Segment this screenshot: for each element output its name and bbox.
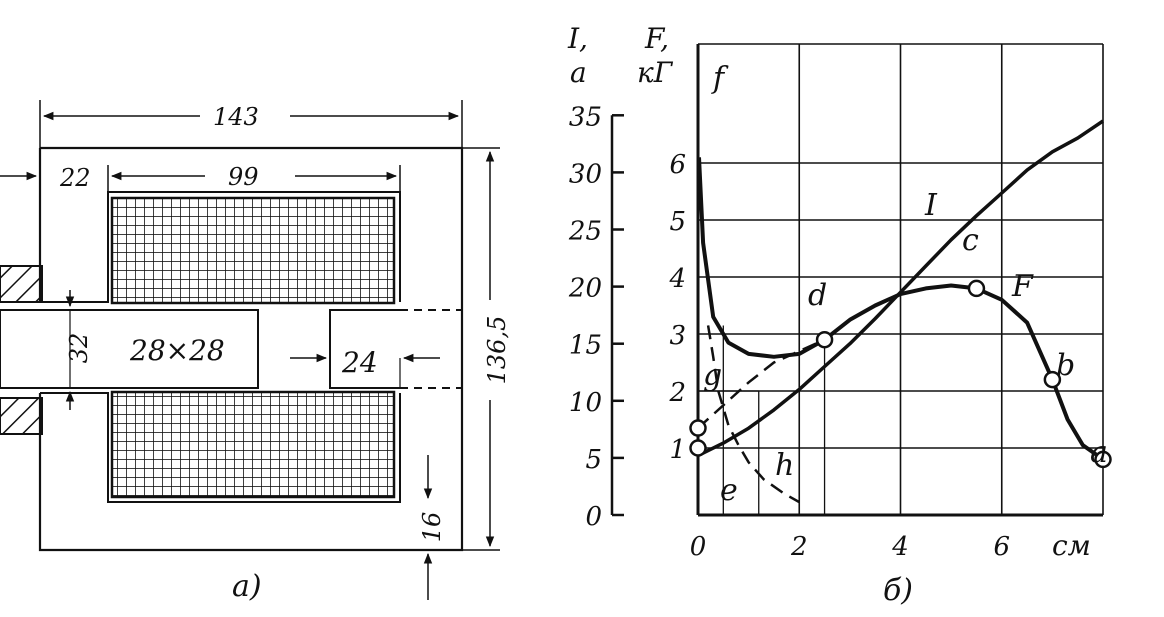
force-tick-label: 5	[669, 207, 686, 237]
point-label-d: d	[808, 278, 827, 313]
force-axis-unit: кГ	[637, 56, 674, 89]
dim-height: 136,5	[483, 316, 511, 385]
characteristic-chart: 0 5 10 15 20 25 30 35 1 2 3 4 5 6 0 2 4 6	[568, 43, 1112, 562]
x-tick-label: 2	[790, 532, 808, 562]
force-tick-label: 6	[669, 150, 686, 180]
current-tick-label: 35	[569, 102, 602, 132]
point-label-b: b	[1056, 348, 1075, 383]
drawing-caption: а)	[232, 569, 262, 604]
dashed-curve-g-d	[697, 338, 826, 430]
guide-upper	[0, 265, 43, 303]
lower-flange	[40, 392, 401, 503]
point-label-a: a	[1090, 435, 1108, 470]
point-label-f: f	[711, 61, 729, 96]
curve-point-a	[1094, 450, 1112, 469]
curve-point	[689, 439, 707, 457]
dim-stop: 24	[341, 346, 378, 379]
dashed-curve-f-h	[706, 325, 800, 504]
curve-label-force: F	[1011, 269, 1034, 304]
force-tick-label: 2	[668, 378, 686, 408]
dim-overall-width: 143	[213, 103, 259, 131]
coil-lower	[110, 390, 396, 499]
current-tick-label: 20	[568, 274, 602, 304]
point-label-e: e	[720, 473, 738, 508]
dim-flange: 22	[59, 164, 91, 192]
guide-lower	[0, 397, 43, 435]
dim-plunger: 28×28	[129, 334, 225, 367]
coil-upper	[110, 196, 396, 305]
force-tick-label: 4	[668, 264, 686, 294]
stop-core	[329, 309, 400, 389]
curve-point-d	[815, 330, 834, 349]
curve-point-g	[689, 419, 707, 437]
plunger	[0, 309, 259, 389]
point-label-h: h	[775, 448, 794, 483]
dim-wall: 16	[418, 512, 446, 543]
current-tick-label: 5	[585, 445, 602, 475]
stop-dashed	[400, 309, 462, 389]
x-axis-unit: см	[1052, 529, 1091, 562]
current-axis-unit: а	[570, 56, 587, 89]
chart-tick-labels: 0 5 10 15 20 25 30 35 1 2 3 4 5 6 0 2 4 6	[568, 102, 1010, 562]
current-axis-symbol: I,	[567, 22, 588, 55]
dim-gap: 32	[65, 333, 93, 364]
chart-series	[697, 119, 1105, 515]
point-label-c: c	[962, 223, 979, 258]
current-tick-label: 25	[568, 217, 602, 247]
current-tick-label: 30	[569, 159, 602, 189]
point-label-g: g	[703, 358, 722, 393]
x-tick-label: 4	[891, 532, 909, 562]
chart-points	[689, 279, 1112, 469]
x-tick-label: 6	[993, 532, 1010, 562]
electromagnet-drawing	[0, 100, 500, 600]
dim-coil-length: 99	[228, 163, 259, 191]
chart-caption: б)	[883, 573, 913, 608]
curve-label-current: I	[924, 188, 938, 223]
current-tick-label: 10	[569, 388, 602, 418]
force-curve	[697, 157, 1105, 462]
current-tick-label: 15	[569, 331, 602, 361]
current-tick-label: 0	[585, 502, 602, 532]
x-tick-label: 0	[690, 532, 707, 562]
curve-point-b	[1043, 370, 1062, 389]
force-tick-label: 3	[669, 321, 686, 351]
force-axis-symbol: F,	[644, 22, 669, 55]
curve-point-c	[967, 279, 986, 298]
force-tick-label: 1	[669, 435, 686, 465]
